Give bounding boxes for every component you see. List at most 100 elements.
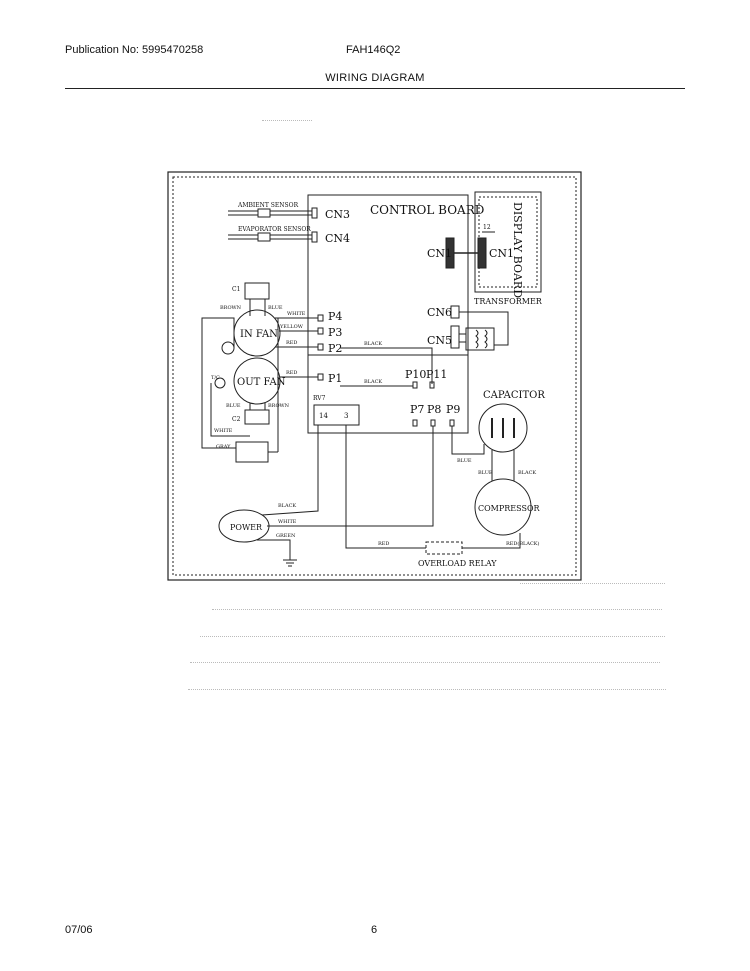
page-title: WIRING DIAGRAM <box>325 72 425 84</box>
faint-artifact <box>262 120 312 121</box>
footer-date: 07/06 <box>65 924 93 936</box>
green-ground-wire <box>257 539 291 560</box>
rv-label: RV7 <box>313 395 326 402</box>
blue-cap-wire <box>451 426 485 455</box>
gray-label: GRAY <box>216 444 231 450</box>
p1-label: P1 <box>328 372 342 385</box>
transformer-coil-2 <box>484 329 488 349</box>
evaporator-sensor-probe <box>257 232 271 242</box>
cn1-display-label: CN1 <box>489 247 514 260</box>
header-rule <box>65 88 685 89</box>
transformer-coil-1 <box>475 329 479 349</box>
yellow-p3-label: YELLOW <box>279 324 304 330</box>
green-label: GREEN <box>276 533 296 539</box>
evaporator-sensor-label: EVAPORATOR SENSOR <box>238 226 311 233</box>
black-power-wire <box>261 425 319 516</box>
out-fan-white-wire <box>210 383 250 437</box>
p8-label: P8 <box>427 403 441 416</box>
p2-label: P2 <box>328 342 342 355</box>
transformer-label: TRANSFORMER <box>474 297 543 306</box>
cn6-label: CN6 <box>427 306 452 319</box>
c1-capacitor <box>244 282 270 300</box>
out-fan-label: OUT FAN <box>237 377 286 388</box>
brown-top-label: BROWN <box>220 305 242 311</box>
pin12-label: 12 <box>483 224 491 231</box>
white-power-wire <box>267 426 434 527</box>
red-p2-label: RED <box>286 340 297 346</box>
pin3-label: 3 <box>344 412 348 420</box>
faint-artifact <box>188 689 666 690</box>
blue-comp-label: BLUE <box>478 470 493 476</box>
p9-terminal <box>449 419 455 427</box>
in-fan-thermal-cutoff <box>221 341 235 355</box>
compressor-label: COMPRESSOR <box>478 504 540 513</box>
white-power-label: WHITE <box>278 519 297 525</box>
c2-label: C2 <box>232 416 241 423</box>
black-p1-label: BLACK <box>364 379 382 385</box>
run-capacitor <box>478 403 528 453</box>
compressor-motor <box>474 478 532 536</box>
black-comp-label: BLACK <box>518 470 536 476</box>
p8-terminal <box>430 419 436 427</box>
cn6-connector <box>450 305 460 319</box>
brown-loop-wire <box>201 317 236 449</box>
gray-connector-block <box>235 441 269 463</box>
p11-label: P11 <box>426 368 447 381</box>
blue-out-label: BLUE <box>226 403 241 409</box>
p3-terminal <box>317 327 324 335</box>
display-board-label: DISPLAY BOARD <box>511 202 524 298</box>
p4-terminal <box>317 314 324 322</box>
cn3-label: CN3 <box>325 208 350 221</box>
red-bottom-label: RED <box>378 541 389 547</box>
tc-label: T/C <box>211 375 220 381</box>
p2-terminal <box>317 343 324 351</box>
in-fan-label: IN FAN <box>240 329 278 340</box>
cn5-label: CN5 <box>427 334 452 347</box>
transformer-box <box>465 327 495 351</box>
relay-region <box>307 354 469 434</box>
out-fan-thermal-cutoff <box>214 377 226 389</box>
faint-artifact <box>212 609 662 610</box>
c2-capacitor <box>244 409 270 425</box>
cn3-connector <box>311 207 318 219</box>
cn4-label: CN4 <box>325 232 350 245</box>
control-board-label: CONTROL BOARD <box>370 203 484 217</box>
overload-relay-label: OVERLOAD RELAY <box>418 559 497 568</box>
power-label: POWER <box>230 523 263 532</box>
out-fan-motor <box>233 357 281 405</box>
brown-out-label: BROWN <box>268 403 290 409</box>
page-number: 6 <box>371 924 378 936</box>
p1-terminal <box>317 373 324 381</box>
ambient-sensor-probe <box>257 208 271 218</box>
display-board-inner <box>478 196 538 288</box>
faint-artifact <box>520 583 665 584</box>
cn5-connector <box>450 325 460 349</box>
white-out-label: WHITE <box>214 428 233 434</box>
black-power-label: BLACK <box>278 503 296 509</box>
blue-top-label: BLUE <box>268 305 283 311</box>
cn1-label: CN1 <box>427 247 452 260</box>
display-board-box <box>474 191 542 293</box>
publication-number: Publication No: 5995470258 <box>65 44 204 56</box>
cn4-connector <box>311 231 318 243</box>
overload-relay <box>425 541 463 555</box>
white-p4-label: WHITE <box>287 311 306 317</box>
outer-frame <box>167 171 582 581</box>
cn6-transformer-wire <box>459 311 509 346</box>
red-bottom-wire <box>345 425 426 549</box>
c1-label: C1 <box>232 286 240 293</box>
faint-artifact <box>200 636 665 637</box>
p3-label: P3 <box>328 326 342 339</box>
p7-terminal <box>412 419 418 427</box>
p4-label: P4 <box>328 310 342 323</box>
p11-terminal <box>429 381 435 389</box>
black-p2-label: BLACK <box>364 341 382 347</box>
ambient-sensor-label: AMBIENT SENSOR <box>237 202 299 209</box>
p10-terminal <box>412 381 418 389</box>
p9-label: P9 <box>446 403 460 416</box>
rv-block <box>313 404 360 426</box>
blue-cap-label: BLUE <box>457 458 472 464</box>
red-black-wire <box>462 533 521 549</box>
pin14-label: 14 <box>319 412 328 420</box>
